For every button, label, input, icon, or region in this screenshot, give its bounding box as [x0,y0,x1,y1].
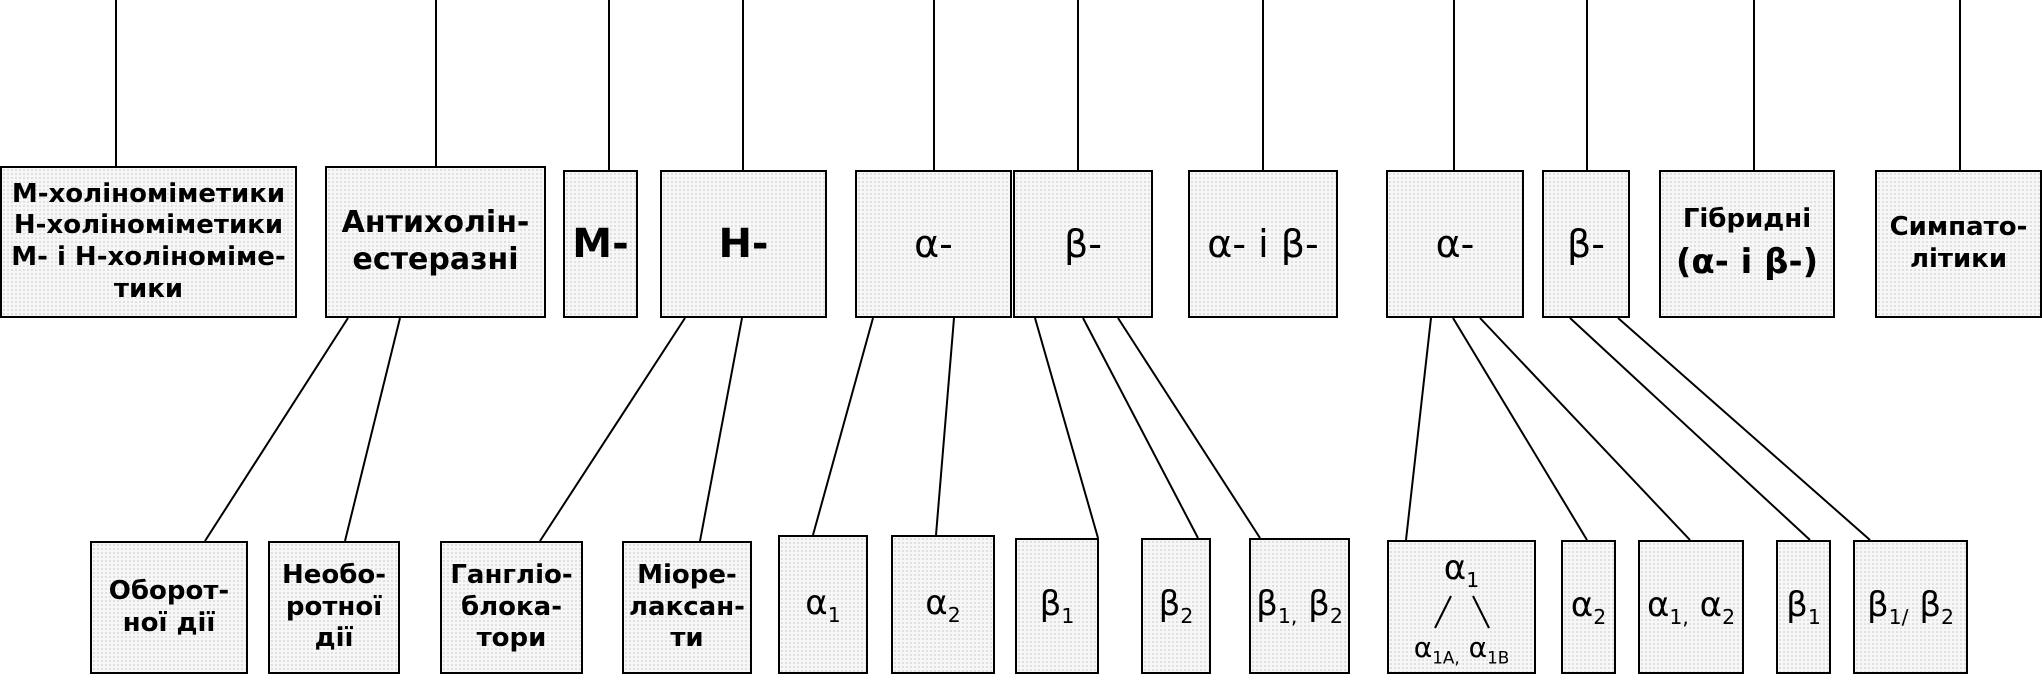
box-receptor-beta1-beta2-c: β1/ β2 [1853,540,1968,674]
alpha1-subtypes: α1A, α1B [1413,631,1510,668]
box-label: α- [1435,221,1475,266]
branch-line [1117,317,1261,539]
box-receptor-alpha2: α2 [891,535,995,674]
box-irreversible: Необо- ротної дії [268,541,400,674]
box-label: α- і β- [1207,221,1319,266]
box-label: α- [914,221,953,266]
branch-line [1569,317,1811,541]
box-label: Симпато- літики [1889,212,2028,274]
box-muscle-relaxants: Міоре- лаксан- ти [622,541,752,674]
receptor-label: α2 [1570,585,1607,629]
box-anticholinesterase: Антихолін- естеразні [325,166,546,318]
box-beta: β- [1013,170,1153,318]
receptor-label: α1, α2 [1646,585,1736,629]
box-reversible: Оборот- ної дії [90,541,248,674]
box-m-n-cholinomimetics: М-холіноміметики Н-холіноміметики М- і Н… [0,166,297,318]
box-receptor-alpha1-alpha2: α1, α2 [1638,540,1744,674]
branch-line [699,317,743,542]
box-receptor-alpha2-b: α2 [1561,540,1616,674]
box-n: Н- [660,170,827,318]
branch-line [1617,317,1871,541]
receptor-label: α2 [925,582,961,627]
box-hybrid: Гібридні (α- і β-) [1659,170,1835,318]
branch-line [1034,317,1099,539]
box-label: М-холіноміметики Н-холіноміметики М- і Н… [11,178,286,304]
branch-line [1452,317,1588,541]
branch-line [539,317,686,542]
box-alpha: α- [855,170,1012,318]
box-m: М- [563,170,638,318]
hybrid-subtitle: (α- і β-) [1675,242,1819,283]
box-sympatholytics: Симпато- літики [1875,170,2042,318]
box-receptor-alpha1: α1 [778,535,868,674]
box-label: М- [572,220,629,267]
box-label: Міоре- лаксан- ти [629,559,745,654]
branch-line [812,317,874,536]
receptor-label: β1/ β2 [1866,585,1955,629]
receptor-label: β1 [1786,585,1821,629]
box-label: Гібридні [1682,204,1812,235]
receptor-label: α1 [1443,548,1480,592]
receptor-label: β1, β2 [1256,584,1343,628]
receptor-label: α1 [805,582,841,627]
box-ganglioblockers: Гангліо- блока- тори [440,541,583,674]
box-receptor-beta1-c: β1 [1776,540,1831,674]
box-receptor-beta1-beta2: β1, β2 [1249,538,1350,674]
split-lines [1433,595,1490,629]
box-label: β- [1064,221,1102,266]
box-label: Оборот- ної дії [108,575,230,638]
receptor-label: β2 [1158,584,1194,628]
box-label: Антихолін- естеразні [341,205,530,277]
branch-line [935,317,955,536]
box-label: β- [1567,221,1605,266]
branch-line [1082,317,1199,539]
branch-line [1405,317,1432,541]
box-alpha-2: α- [1386,170,1524,318]
box-receptor-alpha1-split: α1 α1A, α1B [1387,540,1536,674]
box-label: Н- [718,220,769,267]
box-label: Гангліо- блока- тори [450,559,573,654]
box-label: Необо- ротної дії [281,559,387,654]
box-alpha-beta: α- і β- [1188,170,1338,318]
branch-line [1479,317,1691,541]
receptor-label: β1 [1039,584,1075,628]
box-receptor-beta1: β1 [1015,538,1099,674]
branch-line [344,317,401,542]
box-receptor-beta2: β2 [1141,538,1211,674]
branch-line [204,317,349,542]
box-beta-2: β- [1542,170,1630,318]
